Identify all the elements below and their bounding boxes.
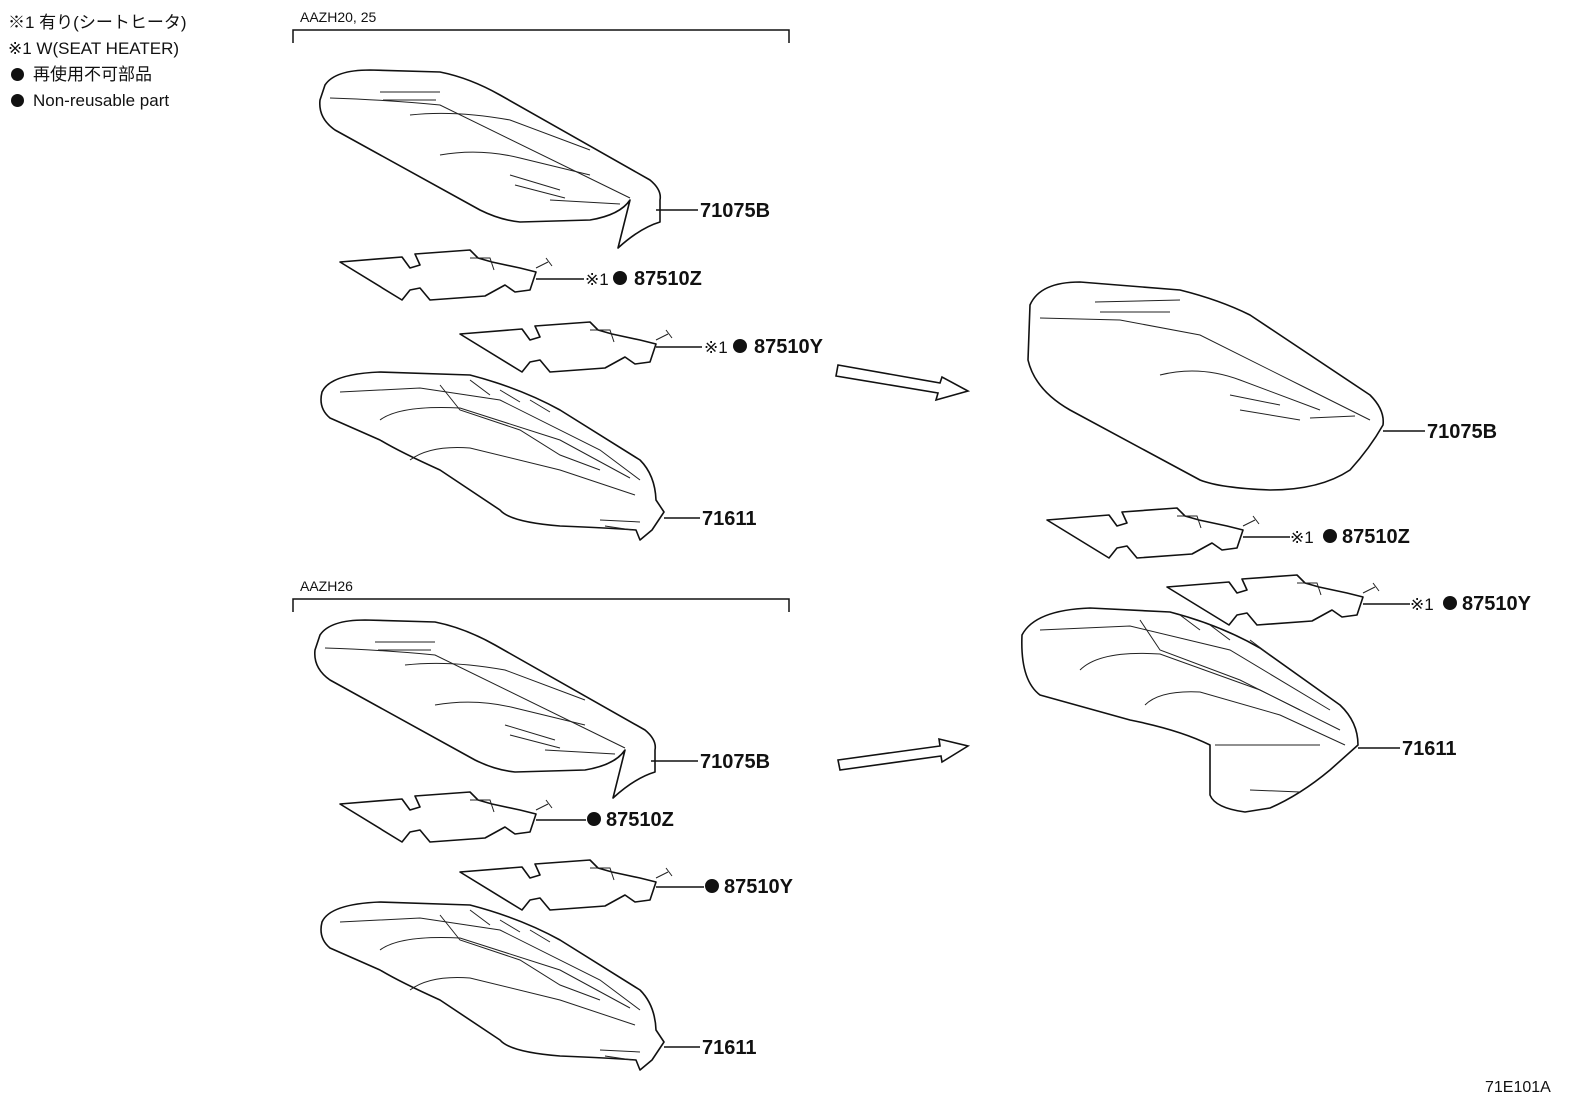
legend-non-reusable-jp-label: 再使用不可部品: [33, 65, 152, 84]
legend-non-reusable-en-label: Non-reusable part: [33, 91, 170, 110]
heater-marker: ※1: [1410, 595, 1434, 614]
group-bottom-label: AAZH26: [300, 578, 353, 594]
part-number-87510y: 87510Y: [724, 876, 794, 898]
assembly-arrow-icon: [835, 364, 971, 402]
assembly-arrow-icon: [837, 737, 971, 771]
group-top: AAZH20, 25 71075B ※1 87510Z ※1 87510Y 71…: [292, 9, 824, 541]
part-number-71075b: 71075B: [700, 751, 770, 773]
part-number-87510y: 87510Y: [754, 336, 824, 358]
part-number-71075b: 71075B: [700, 200, 770, 222]
heater-marker: ※1: [704, 338, 728, 357]
seat-heater-mat-z-assembled: [1046, 507, 1260, 559]
legend: ※1 有り(シートヒータ) ※1 W(SEAT HEATER) 再使用不可部品 …: [8, 10, 187, 114]
non-reusable-bullet-icon: [11, 68, 24, 81]
seat-cover-assembled: [1027, 281, 1385, 491]
heater-marker: ※1: [1290, 528, 1314, 547]
seat-cover-top: [318, 69, 662, 249]
part-number-71611: 71611: [702, 1037, 757, 1059]
legend-seat-heater-jp: ※1 有り(シートヒータ): [8, 13, 187, 32]
seat-cushion-pad-assembled: [1021, 607, 1359, 813]
part-number-71611: 71611: [1402, 738, 1457, 760]
legend-seat-heater-en: ※1 W(SEAT HEATER): [8, 39, 180, 58]
legend-non-reusable-jp: 再使用不可部品: [8, 62, 187, 88]
part-number-87510z: 87510Z: [1342, 526, 1410, 548]
part-number-87510y: 87510Y: [1462, 593, 1532, 615]
seat-cushion-pad-bottom: [320, 901, 665, 1071]
part-number-71075b: 71075B: [1427, 421, 1497, 443]
non-reusable-bullet-icon: [1323, 529, 1337, 543]
seat-cushion-pad-top: [320, 371, 665, 541]
legend-non-reusable-en: Non-reusable part: [8, 88, 187, 114]
non-reusable-bullet-icon: [705, 879, 719, 893]
non-reusable-bullet-icon: [613, 271, 627, 285]
part-number-71611: 71611: [702, 508, 757, 530]
non-reusable-bullet-icon: [733, 339, 747, 353]
non-reusable-bullet-icon: [11, 94, 24, 107]
heater-marker: ※1: [585, 270, 609, 289]
seat-cover-bottom: [313, 619, 657, 799]
group-bottom-bracket: [292, 598, 790, 612]
group-bottom: AAZH26 71075B 87510Z 87510Y 71611: [292, 578, 794, 1071]
seat-heater-mat-y-bottom: [459, 859, 673, 911]
seat-heater-mat-z-bottom: [339, 791, 553, 843]
non-reusable-bullet-icon: [587, 812, 601, 826]
part-number-87510z: 87510Z: [634, 268, 702, 290]
assembled-view: 71075B ※1 87510Z ※1 87510Y 71611: [1021, 281, 1532, 813]
group-top-label: AAZH20, 25: [300, 9, 376, 25]
non-reusable-bullet-icon: [1443, 596, 1457, 610]
part-number-87510z: 87510Z: [606, 809, 674, 831]
seat-heater-mat-z-top: [339, 249, 553, 301]
group-top-bracket: [292, 29, 790, 43]
figure-code: 71E101A: [1485, 1079, 1551, 1096]
seat-heater-mat-y-assembled: [1166, 574, 1380, 626]
seat-heater-mat-y-top: [459, 321, 673, 373]
